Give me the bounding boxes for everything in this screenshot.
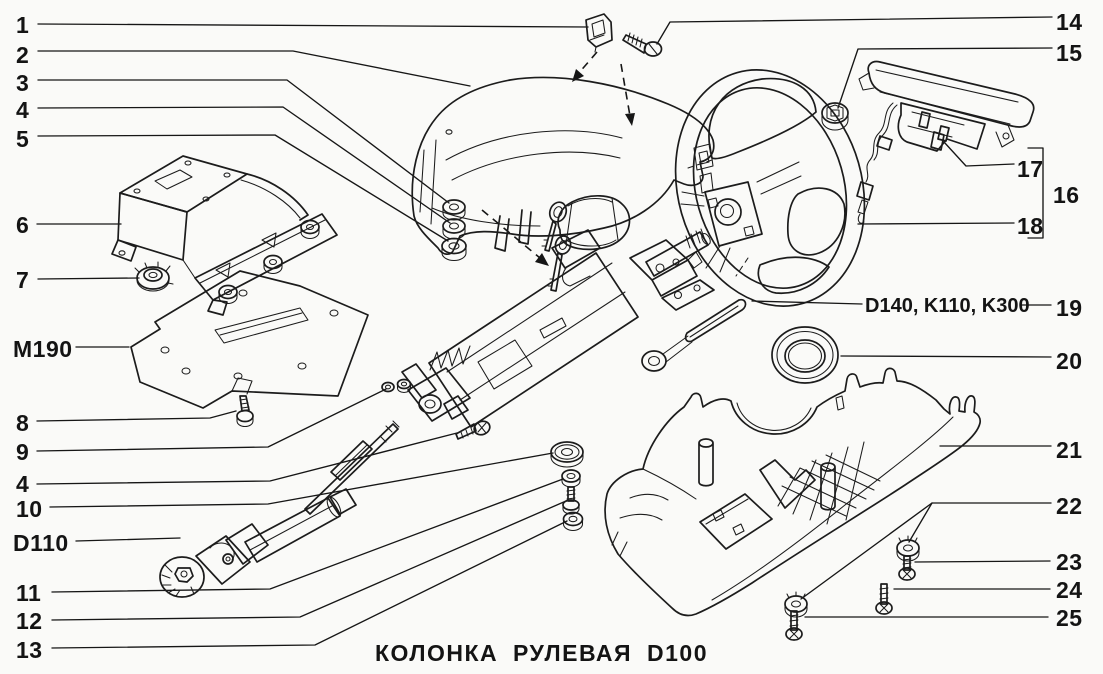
callout-labels-right: 14 15 17 16 18 D140, K110, K300 19 20 21… bbox=[865, 9, 1083, 631]
ignition-keys bbox=[541, 201, 572, 292]
part-shroud-fasteners bbox=[784, 535, 920, 641]
callout-4: 4 bbox=[16, 97, 29, 123]
part-wheel-nut bbox=[821, 102, 849, 131]
caption-word-3: D100 bbox=[647, 640, 708, 666]
callout-m190: M190 bbox=[13, 336, 73, 362]
callout-d110: D110 bbox=[13, 530, 69, 556]
part-intermediate-shaft bbox=[159, 420, 400, 598]
callout-5: 5 bbox=[16, 126, 29, 152]
part-steering-wheel bbox=[674, 69, 866, 307]
callout-23: 23 bbox=[1056, 549, 1083, 575]
callout-7: 7 bbox=[16, 267, 29, 293]
bracket-nuts bbox=[218, 219, 320, 305]
leader-lines bbox=[36, 16, 1053, 649]
callout-16: 16 bbox=[1053, 182, 1080, 208]
callout-3: 3 bbox=[16, 70, 29, 96]
part-horn-pad-module bbox=[856, 60, 1035, 224]
callout-13: 13 bbox=[16, 637, 43, 663]
callout-25: 25 bbox=[1056, 605, 1083, 631]
callout-codes: D140, K110, K300 bbox=[865, 295, 1030, 317]
callout-14: 14 bbox=[1056, 9, 1083, 35]
callout-18: 18 bbox=[1017, 213, 1044, 239]
callout-20: 20 bbox=[1056, 348, 1083, 374]
part-ring bbox=[771, 326, 839, 384]
part-fastener-stack bbox=[550, 441, 584, 532]
callout-12: 12 bbox=[16, 608, 43, 634]
callout-4b: 4 bbox=[16, 471, 29, 497]
horn-wire bbox=[856, 102, 898, 224]
callout-11: 11 bbox=[16, 580, 41, 606]
part-bracket-bolt bbox=[236, 395, 254, 427]
caption-word-1: КОЛОНКА bbox=[375, 640, 498, 666]
callout-15: 15 bbox=[1056, 40, 1083, 66]
callout-19: 19 bbox=[1056, 295, 1083, 321]
part-upper-shroud bbox=[411, 76, 715, 255]
callout-24: 24 bbox=[1056, 577, 1083, 603]
part-mounting-bracket bbox=[111, 155, 338, 316]
assembly-arrows bbox=[481, 51, 635, 266]
callout-6: 6 bbox=[16, 212, 29, 238]
part-hex-bolt bbox=[455, 420, 491, 440]
caption-word-2: РУЛЕВАЯ bbox=[513, 640, 632, 666]
callout-22: 22 bbox=[1056, 493, 1083, 519]
callout-17: 17 bbox=[1017, 156, 1044, 182]
shroud-grid bbox=[777, 441, 881, 525]
callout-1: 1 bbox=[16, 12, 29, 38]
part-flanged-nut bbox=[134, 261, 174, 292]
callout-21: 21 bbox=[1056, 437, 1083, 463]
part-retaining-clip bbox=[585, 13, 613, 53]
part-nut-stack bbox=[441, 199, 467, 262]
callout-10: 10 bbox=[16, 496, 43, 522]
diagram-caption: КОЛОНКА РУЛЕВАЯ D100 bbox=[375, 640, 708, 666]
part-washer-nut-pair bbox=[381, 378, 412, 394]
tilt-lever bbox=[641, 298, 747, 372]
part-support-plate bbox=[130, 270, 369, 409]
callout-labels-left: 1 2 3 4 5 6 7 M190 8 9 4 10 D110 11 12 1… bbox=[13, 12, 73, 663]
part-lower-shroud bbox=[604, 367, 982, 617]
part-steering-column-assembly bbox=[401, 195, 747, 428]
part-cover-screw bbox=[622, 32, 663, 57]
callout-8: 8 bbox=[16, 410, 29, 436]
callout-2: 2 bbox=[16, 42, 29, 68]
callout-9: 9 bbox=[16, 439, 29, 465]
